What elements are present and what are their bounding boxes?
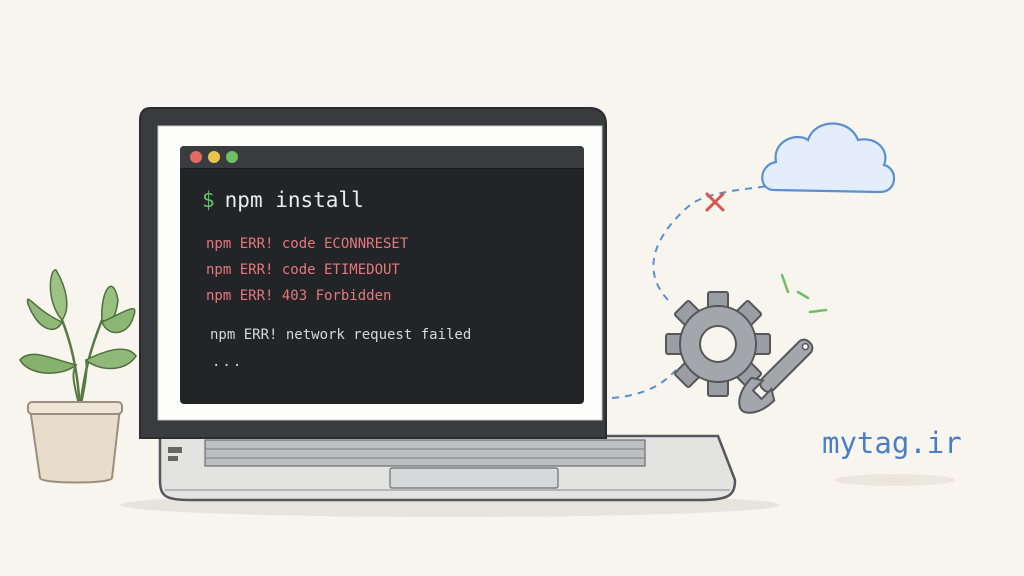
keyboard [204, 439, 646, 467]
dashed-connection [611, 185, 769, 399]
maximize-button[interactable] [226, 151, 238, 163]
error-line: npm ERR! 403 Forbidden [206, 288, 392, 304]
trackpad [389, 467, 559, 489]
x-mark-icon [705, 192, 725, 212]
brand-shadow [835, 474, 955, 486]
brand-watermark: mytag.ir [822, 426, 962, 460]
terminal-command: npm install [224, 188, 364, 212]
wrench-icon [738, 338, 814, 414]
close-button[interactable] [190, 151, 202, 163]
minimize-button[interactable] [208, 151, 220, 163]
error-line: npm ERR! code ECONNRESET [206, 236, 409, 252]
prompt-symbol: $ [202, 188, 215, 212]
gear-icon [665, 291, 771, 397]
network-error-line: npm ERR! network request failed [210, 327, 472, 343]
cloud-icon [761, 122, 896, 194]
terminal-window: $ npm install npm ERR! code ECONNRESET np… [180, 146, 584, 404]
error-line: npm ERR! code ETIMEDOUT [206, 262, 400, 278]
sparkle-lines [780, 273, 828, 314]
potted-plant [19, 269, 137, 484]
terminal-continuation: ... [212, 354, 244, 370]
terminal-titlebar [180, 146, 584, 169]
terminal-command-line: $ npm install [202, 188, 364, 212]
